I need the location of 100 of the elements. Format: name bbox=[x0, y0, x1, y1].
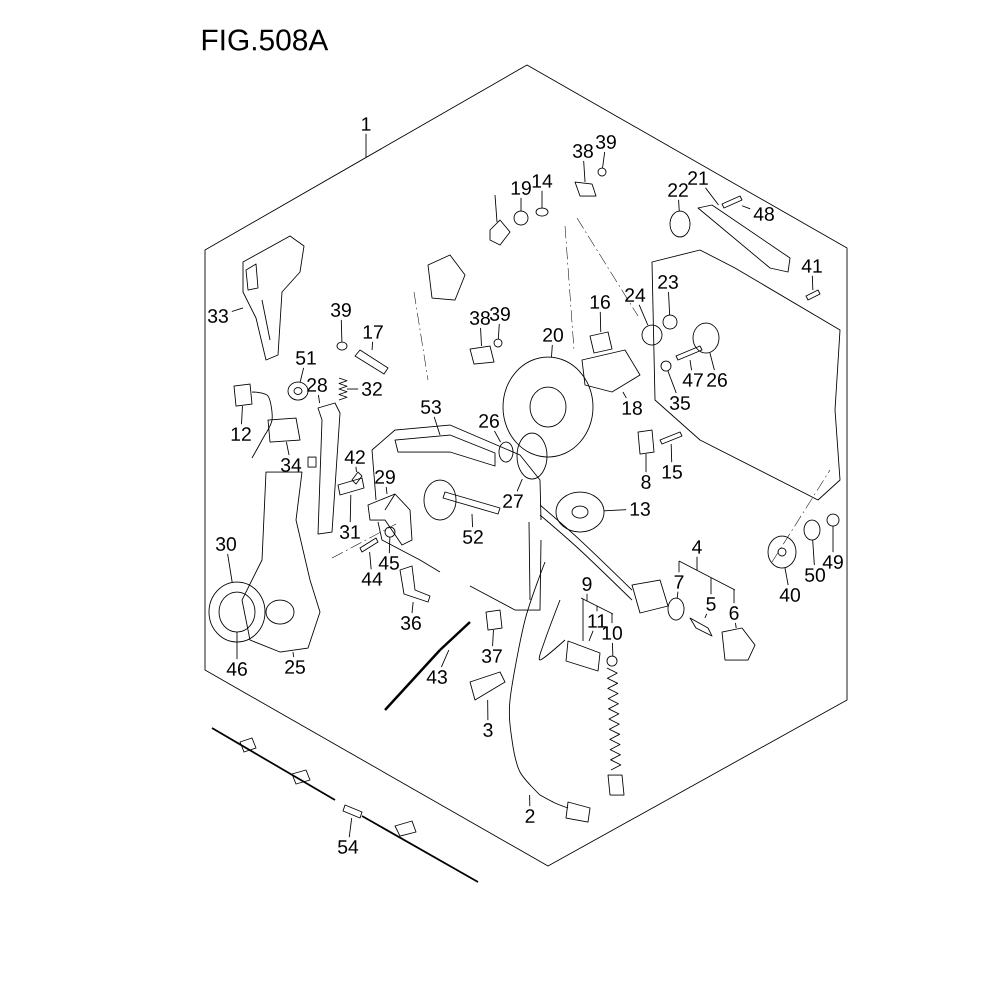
screw bbox=[660, 432, 682, 444]
callout-number: 10 bbox=[602, 626, 622, 640]
washer bbox=[804, 520, 820, 540]
socket bbox=[638, 430, 654, 454]
screw bbox=[722, 196, 742, 208]
bushing bbox=[768, 536, 796, 568]
leader-line bbox=[412, 602, 414, 614]
callout-number: 18 bbox=[622, 401, 642, 415]
leader-line bbox=[286, 442, 290, 456]
link bbox=[338, 478, 364, 496]
clip bbox=[400, 566, 430, 602]
screw bbox=[352, 472, 362, 484]
callout-number: 16 bbox=[590, 295, 610, 309]
callout-number: 12 bbox=[232, 427, 251, 441]
bushing bbox=[590, 332, 612, 354]
spring bbox=[338, 378, 348, 400]
leader-line bbox=[742, 205, 751, 210]
callout-number: 26 bbox=[479, 414, 499, 428]
decal bbox=[442, 492, 500, 514]
callout-number: 24 bbox=[625, 288, 646, 302]
callout-number: 46 bbox=[226, 662, 247, 676]
leader-line bbox=[832, 526, 834, 553]
leader-line bbox=[784, 568, 789, 586]
callout-number: 52 bbox=[463, 530, 483, 544]
switch bbox=[566, 640, 600, 672]
horn bbox=[556, 492, 604, 532]
leader-line bbox=[348, 818, 352, 838]
clip bbox=[494, 338, 502, 348]
leader-line bbox=[440, 650, 450, 668]
leader-line bbox=[487, 700, 488, 721]
callout-number: 37 bbox=[482, 649, 502, 663]
leader-line bbox=[227, 553, 233, 582]
callout-number: 35 bbox=[670, 396, 690, 410]
collar bbox=[514, 210, 528, 226]
callout-number: 51 bbox=[296, 351, 316, 365]
callout-number: 25 bbox=[285, 660, 305, 674]
nut bbox=[826, 514, 840, 526]
ring bbox=[498, 442, 514, 462]
leader-line bbox=[588, 630, 594, 642]
callout-number: 1 bbox=[362, 117, 370, 131]
figure-title: FIG.508A bbox=[202, 29, 328, 51]
wire bbox=[508, 562, 546, 796]
leader-line bbox=[231, 307, 244, 312]
leader-line bbox=[622, 392, 627, 399]
screw bbox=[360, 538, 378, 552]
assembly-frame bbox=[204, 64, 848, 866]
callout-number: 14 bbox=[532, 174, 552, 188]
ring bbox=[692, 322, 720, 354]
callout-number: 32 bbox=[362, 382, 382, 396]
leader-line bbox=[705, 187, 719, 206]
pin bbox=[354, 350, 388, 374]
callout-number: 45 bbox=[378, 556, 399, 570]
callout-number: 17 bbox=[364, 325, 383, 339]
cam bbox=[368, 494, 412, 546]
leader-line bbox=[704, 613, 708, 618]
leader-line bbox=[241, 406, 243, 425]
callout-number: 27 bbox=[503, 494, 523, 508]
knob bbox=[668, 598, 684, 620]
gear bbox=[642, 324, 662, 346]
clip bbox=[336, 342, 348, 350]
leader-line bbox=[372, 341, 373, 350]
washer bbox=[288, 382, 308, 400]
leader-line bbox=[434, 416, 440, 436]
leader-line bbox=[612, 642, 614, 656]
panel bbox=[394, 434, 496, 466]
plate bbox=[470, 672, 506, 700]
leader-line bbox=[735, 622, 737, 628]
callout-number: 54 bbox=[338, 840, 358, 854]
callout-number: 7 bbox=[674, 575, 684, 589]
leader-line bbox=[583, 160, 586, 182]
clip bbox=[598, 168, 606, 176]
leader-line bbox=[580, 593, 614, 642]
leader-line bbox=[292, 652, 294, 658]
clip bbox=[486, 610, 502, 630]
leader-line bbox=[520, 197, 522, 212]
leader-line bbox=[346, 388, 359, 390]
callout-number: 50 bbox=[805, 568, 825, 582]
leader-line bbox=[369, 552, 372, 570]
cover bbox=[218, 592, 256, 632]
cable bbox=[342, 804, 362, 818]
leader-line bbox=[638, 304, 648, 326]
leader-line bbox=[678, 556, 736, 604]
leader-line bbox=[676, 591, 678, 598]
callout-number: 36 bbox=[401, 616, 421, 630]
leader-line bbox=[604, 509, 627, 512]
washer bbox=[384, 526, 396, 538]
callout-number: 39 bbox=[490, 307, 510, 321]
callout-number: 8 bbox=[641, 475, 651, 489]
callout-number: 39 bbox=[596, 135, 616, 149]
callout-number: 29 bbox=[375, 470, 395, 484]
leader-line bbox=[668, 291, 670, 316]
leader-line bbox=[600, 311, 602, 332]
callout-number: 49 bbox=[822, 555, 843, 569]
leader-line bbox=[667, 370, 677, 394]
callout-number: 13 bbox=[630, 502, 650, 516]
callout-number: 31 bbox=[340, 525, 360, 539]
callout-number: 19 bbox=[512, 181, 531, 195]
plate bbox=[502, 356, 594, 458]
seal-ring bbox=[670, 210, 690, 238]
callout-number: 30 bbox=[216, 537, 236, 551]
